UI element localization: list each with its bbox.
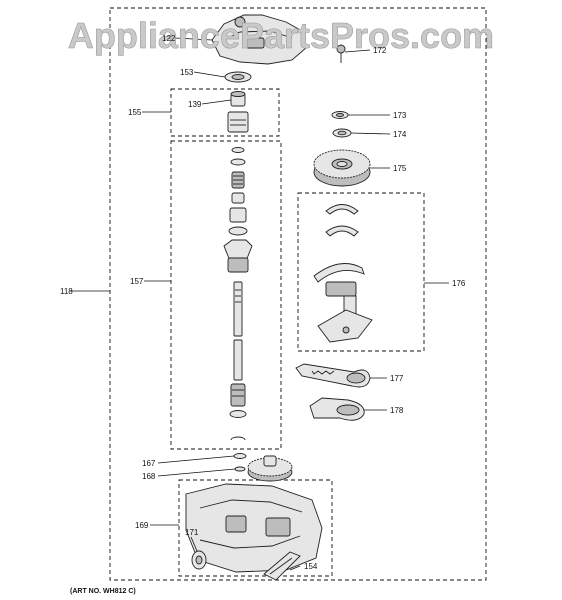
- part-178-lever-fork[interactable]: [309, 397, 365, 421]
- part-153-seal[interactable]: [224, 71, 252, 83]
- part-174-washer[interactable]: [332, 128, 352, 138]
- callout-169: 169: [135, 521, 149, 530]
- callout-122: 122: [162, 34, 176, 43]
- group-176-boundary: [297, 192, 425, 352]
- part-175-drive-gear[interactable]: [313, 149, 371, 187]
- group-155-boundary: [170, 88, 280, 137]
- part-122-housing-cover[interactable]: [211, 14, 307, 65]
- callout-153: 153: [180, 68, 194, 77]
- callout-118: 118: [60, 287, 73, 296]
- part-157-shaft-assembly[interactable]: [223, 147, 253, 441]
- callout-177: 177: [390, 374, 404, 383]
- leader-lines: [70, 37, 449, 571]
- part-173-clip[interactable]: [331, 111, 349, 119]
- callout-176: 176: [452, 279, 466, 288]
- callout-172: 172: [373, 46, 387, 55]
- callout-labels: 118 122 153 139 155 157 167 168 169 171 …: [60, 34, 466, 571]
- group-169-boundary: [178, 479, 333, 577]
- callout-168: 168: [142, 472, 156, 481]
- group-157-boundary: [170, 140, 282, 450]
- callout-175: 175: [393, 164, 407, 173]
- part-139-bearing[interactable]: [227, 91, 249, 133]
- part-177-shifter-lever[interactable]: [295, 363, 371, 388]
- callout-173: 173: [393, 111, 407, 120]
- callout-178: 178: [390, 406, 404, 415]
- part-171-seal[interactable]: [191, 550, 207, 570]
- part-154-bracket[interactable]: [263, 551, 301, 581]
- callout-171: 171: [185, 528, 199, 537]
- assembly-118-boundary: [109, 7, 487, 581]
- callout-167: 167: [142, 459, 156, 468]
- watermark-text: AppliancePartsPros.com: [68, 15, 494, 56]
- part-169-gearcase[interactable]: [185, 455, 323, 573]
- part-167-washer[interactable]: [233, 453, 247, 459]
- callout-154: 154: [304, 562, 318, 571]
- part-172-screw[interactable]: [336, 44, 346, 63]
- callout-155: 155: [128, 108, 142, 117]
- art-number: (ART NO. WH812 C): [70, 588, 136, 595]
- callout-139: 139: [188, 100, 202, 109]
- part-176-shift-mechanism[interactable]: [313, 204, 373, 343]
- part-168-washer[interactable]: [234, 466, 246, 472]
- callout-157: 157: [130, 277, 144, 286]
- callout-174: 174: [393, 130, 407, 139]
